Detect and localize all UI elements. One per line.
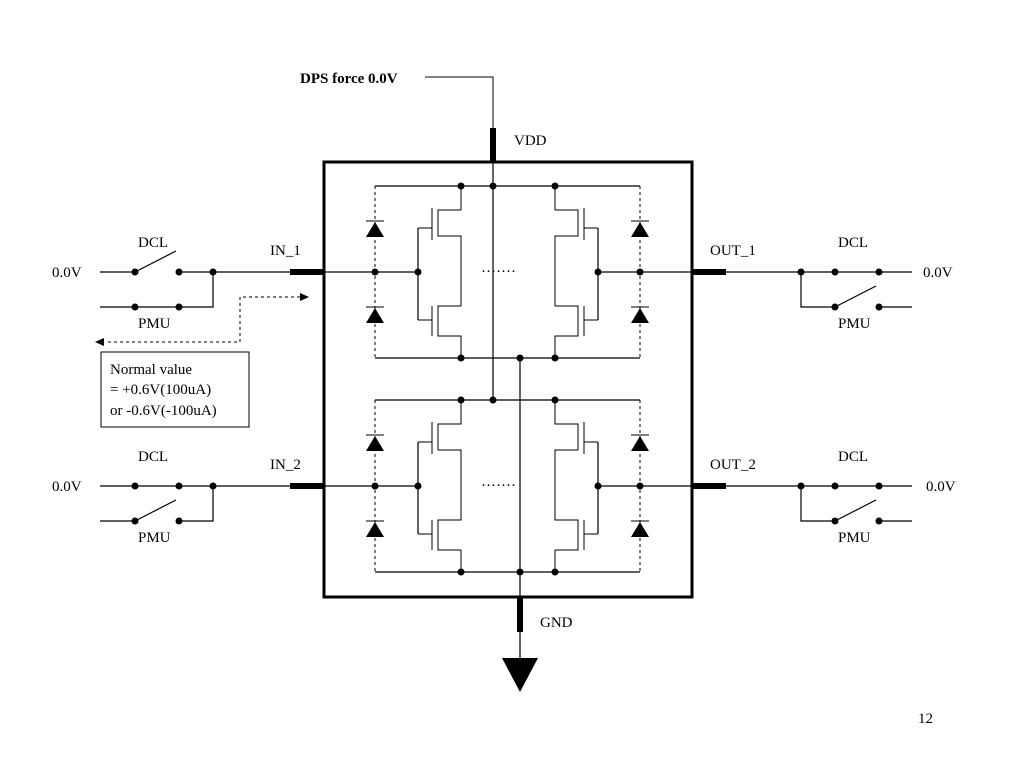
in1-voltage: 0.0V	[52, 265, 82, 281]
dps-force-label: DPS force 0.0V	[300, 71, 398, 87]
ellipsis: ·······	[481, 264, 516, 280]
gnd-label: GND	[540, 615, 573, 631]
input-inverter	[324, 396, 465, 576]
out2-voltage: 0.0V	[926, 479, 956, 495]
diode-icon	[631, 222, 649, 237]
output-inverter	[551, 182, 692, 362]
out1-dcl-label: DCL	[838, 235, 868, 251]
diode-icon	[366, 308, 384, 323]
note-line-1: Normal value	[110, 362, 192, 378]
ground-symbol-icon	[502, 658, 538, 692]
diode-icon	[631, 436, 649, 451]
in2-pmu-label: PMU	[138, 530, 171, 546]
out1-channel: OUT_1 DCL PMU 0.0V	[692, 235, 953, 332]
note-line-3: or -0.6V(-100uA)	[110, 403, 217, 419]
out2-channel: OUT_2 DCL PMU 0.0V	[692, 449, 956, 546]
normal-value-note	[100, 351, 250, 428]
chip-outline	[322, 160, 694, 599]
buffer-block-2: ·······	[324, 396, 692, 576]
diode-icon	[366, 436, 384, 451]
in1-channel: 0.0V DCL PMU IN_1	[52, 235, 324, 332]
input-inverter	[324, 182, 465, 362]
diode-icon	[631, 308, 649, 323]
out1-label: OUT_1	[710, 243, 756, 259]
buffer-block-1: ·······	[324, 182, 692, 362]
ellipsis: ·······	[481, 478, 516, 494]
out1-pmu-label: PMU	[838, 316, 871, 332]
output-inverter	[551, 396, 692, 576]
page-number: 12	[918, 711, 933, 727]
arrow-right-icon	[300, 293, 309, 301]
diode-icon	[366, 222, 384, 237]
vdd-label: VDD	[514, 133, 547, 149]
out2-dcl-label: DCL	[838, 449, 868, 465]
dps-feed-wire	[425, 76, 494, 130]
in2-channel: 0.0V DCL PMU IN_2	[52, 449, 324, 546]
out2-pmu-label: PMU	[838, 530, 871, 546]
in2-dcl-label: DCL	[138, 449, 168, 465]
pmu-switch-icon	[134, 499, 177, 522]
in2-label: IN_2	[270, 457, 301, 473]
pmu-switch-icon	[834, 499, 877, 522]
in1-pmu-label: PMU	[138, 316, 171, 332]
in1-dcl-label: DCL	[138, 235, 168, 251]
out2-label: OUT_2	[710, 457, 756, 473]
diode-icon	[631, 522, 649, 537]
dcl-switch-icon	[134, 250, 177, 273]
pmu-switch-icon	[834, 285, 877, 308]
measurement-path	[105, 296, 300, 343]
diode-icon	[366, 522, 384, 537]
note-line-2: = +0.6V(100uA)	[110, 382, 211, 398]
in1-label: IN_1	[270, 243, 301, 259]
arrow-left-icon	[95, 338, 104, 346]
in2-voltage: 0.0V	[52, 479, 82, 495]
out1-voltage: 0.0V	[923, 265, 953, 281]
